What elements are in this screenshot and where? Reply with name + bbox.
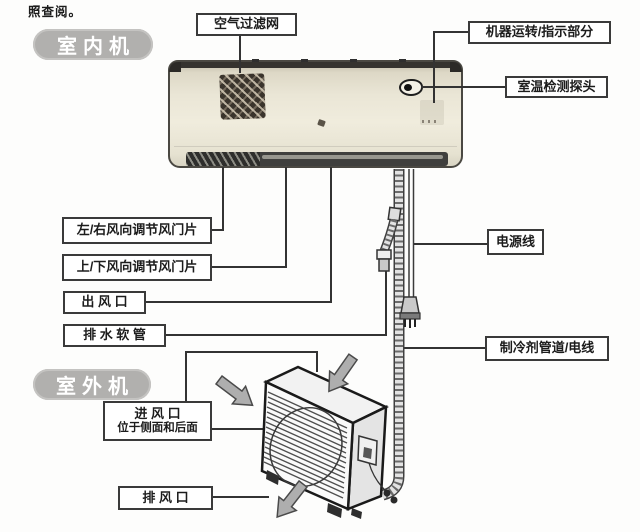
label-air-inlet-note: 位于侧面和后面 bbox=[117, 421, 198, 434]
outdoor-foot bbox=[327, 503, 342, 518]
service-valve bbox=[390, 496, 398, 504]
indoor-unit bbox=[168, 59, 463, 168]
label-power-cord: 电源线 bbox=[487, 229, 544, 255]
connector-room-sensor bbox=[421, 86, 505, 88]
connector-refrigerant bbox=[404, 347, 485, 349]
label-refrigerant: 制冷剂管道/电线 bbox=[485, 336, 609, 361]
label-ud-vane: 上/下风向调节风门片 bbox=[62, 254, 212, 281]
sensor-dot bbox=[404, 84, 412, 91]
label-air-filter: 空气过滤网 bbox=[196, 13, 297, 36]
label-indicator: 机器运转/指示部分 bbox=[468, 21, 611, 44]
power-cord bbox=[399, 169, 421, 328]
power-plug bbox=[400, 296, 420, 314]
fan-circle bbox=[269, 407, 343, 487]
outdoor-grille bbox=[263, 391, 348, 499]
label-lr-vane: 左/右风向调节风门片 bbox=[62, 217, 212, 244]
connection-panel-opening bbox=[363, 447, 372, 459]
air-outlet-louver bbox=[186, 152, 448, 166]
indoor-unit-top-ticks bbox=[210, 59, 440, 62]
connector-exhaust bbox=[212, 496, 269, 498]
connector-power-cord bbox=[413, 243, 487, 245]
label-drain-hose: 排 水 软 管 bbox=[63, 324, 166, 347]
connector-air-outlet-h bbox=[146, 301, 332, 303]
panel-seam bbox=[174, 146, 457, 147]
drain-hose bbox=[376, 206, 402, 272]
airflow-arrow-inlet-left bbox=[211, 370, 260, 415]
louver-grille-texture bbox=[186, 152, 260, 166]
connector-ud-vane-v bbox=[285, 167, 287, 268]
connector-lr-vane-v bbox=[222, 167, 224, 231]
indoor-unit-badge: 室内机 bbox=[33, 29, 153, 60]
connector-drain-h bbox=[166, 334, 387, 336]
connector-indicator-h bbox=[433, 31, 468, 33]
connector-inlet-h2 bbox=[211, 428, 264, 430]
indoor-unit-top-edge bbox=[170, 62, 461, 68]
indoor-unit-right-cap bbox=[450, 62, 462, 72]
connector-ud-vane-h bbox=[212, 266, 287, 268]
label-air-inlet: 进 风 口 位于侧面和后面 bbox=[103, 401, 212, 441]
connector-air-outlet-v bbox=[330, 167, 332, 303]
outdoor-foot bbox=[351, 508, 362, 519]
label-air-outlet: 出 风 口 bbox=[63, 291, 146, 314]
label-air-inlet-title: 进 风 口 bbox=[134, 405, 181, 421]
connector-indicator-v bbox=[433, 31, 435, 103]
connector-lr-vane-h bbox=[212, 229, 224, 231]
connector-inlet-h1 bbox=[185, 351, 318, 353]
outdoor-unit-badge: 室外机 bbox=[33, 369, 151, 400]
connector-air-filter bbox=[239, 36, 241, 73]
connector-drain-v bbox=[385, 271, 387, 336]
louver-slat bbox=[262, 155, 443, 159]
label-air-exhaust: 排 风 口 bbox=[118, 486, 213, 510]
outdoor-foot bbox=[266, 470, 279, 485]
connector-inlet-v1 bbox=[185, 351, 187, 402]
service-valve bbox=[383, 489, 391, 497]
outdoor-unit bbox=[260, 365, 398, 519]
indoor-unit-left-cap bbox=[169, 62, 181, 72]
top-note: 照查阅。 bbox=[28, 5, 83, 19]
indicator-leds bbox=[422, 120, 438, 123]
connector-inlet-v2 bbox=[316, 351, 318, 372]
label-room-sensor: 室温检测探头 bbox=[505, 76, 608, 98]
